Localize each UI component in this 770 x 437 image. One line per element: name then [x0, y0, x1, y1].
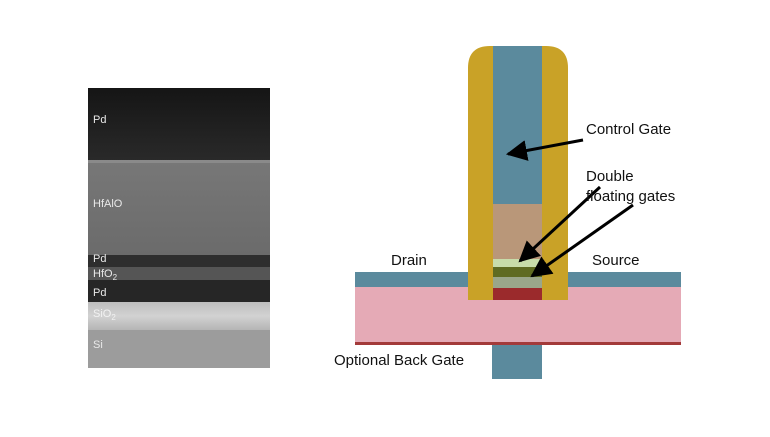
tem-label-hfo2: HfO2 — [93, 268, 118, 283]
gate-tan-layer — [493, 204, 542, 259]
tem-layer-pd-lower — [88, 280, 270, 302]
gate-bottom-layer — [493, 288, 542, 300]
source-label: Source — [592, 252, 640, 269]
floating-gate-arrow-1 — [518, 185, 602, 263]
floating-gate-upper — [493, 259, 542, 267]
tem-layer-hfo2 — [88, 267, 270, 280]
control-gate-arrow — [505, 138, 584, 161]
back-gate-stub — [492, 343, 542, 379]
tem-label-pd-lower: Pd — [93, 287, 107, 299]
double-floating-gates-label-line2: floating gates — [586, 188, 676, 205]
control-gate — [493, 46, 542, 204]
tem-micrograph: Pd HfAlO Pd HfO2 Pd SiO2 Si — [88, 88, 270, 368]
tem-label-si: Si — [93, 339, 103, 351]
tem-layer-hfalo — [88, 163, 270, 255]
floating-gate-arrow-2 — [530, 203, 634, 278]
tem-layer-sio2 — [88, 302, 270, 330]
tem-label-hfalo: HfAlO — [93, 198, 123, 210]
tem-label-sio2: SiO2 — [93, 308, 116, 323]
tem-layer-si — [88, 330, 270, 368]
tem-layer-pd-middle — [88, 255, 270, 267]
tem-label-pd-middle: Pd — [93, 253, 107, 265]
optional-back-gate-label: Optional Back Gate — [334, 352, 465, 369]
floating-gate-lower — [493, 277, 542, 288]
floating-gate-dark-layer — [493, 267, 542, 277]
back-gate-line — [355, 342, 681, 345]
tem-label-pd-top: Pd — [93, 114, 107, 126]
tem-interface-line — [88, 160, 270, 163]
control-gate-label: Control Gate — [586, 121, 672, 138]
tem-layer-pd-top — [88, 88, 270, 162]
double-floating-gates-label-line1: Double — [586, 168, 634, 185]
drain-label: Drain — [391, 252, 427, 269]
